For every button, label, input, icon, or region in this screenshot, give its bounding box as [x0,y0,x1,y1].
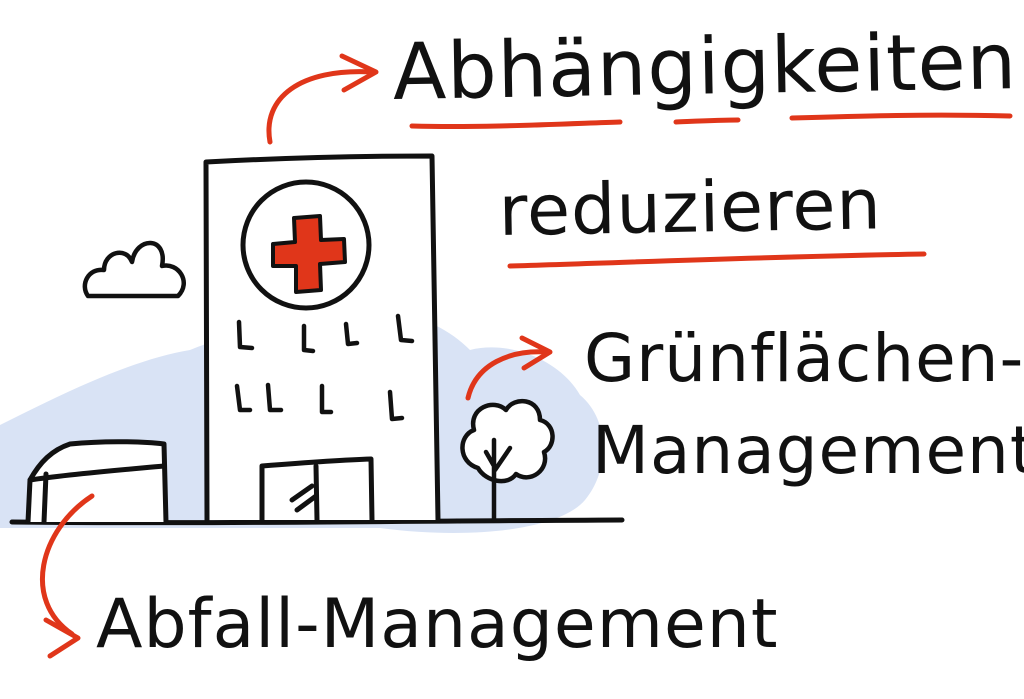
tree-icon [460,398,555,523]
arrowhead-dependencies [339,53,379,93]
green-management-line2: Management [592,412,1024,489]
dependencies-heading-line2: reduzieren [498,163,883,252]
arrows [40,53,553,659]
red-cross-icon [271,214,347,294]
waste-container-icon [25,439,169,525]
arrowhead-green [519,335,553,371]
hospital-icon [203,153,441,523]
underline-dependencies-3 [789,112,1013,121]
underline-reduce [507,251,927,269]
underlines [409,112,1013,269]
ground-line [9,517,625,526]
underline-dependencies-1 [409,119,623,130]
cloud-icon [82,240,186,299]
dependencies-heading-line1: Abhängigkeiten [392,17,1018,118]
arrow-to-dependencies [266,69,375,145]
green-management-line1: Grünflächen- [584,320,1024,397]
waste-management-label: Abfall-Management [96,585,779,664]
arrowhead-waste [43,617,81,659]
underline-dependencies-2 [673,117,741,125]
arrow-to-green [465,349,549,401]
arrow-to-waste [40,493,95,637]
